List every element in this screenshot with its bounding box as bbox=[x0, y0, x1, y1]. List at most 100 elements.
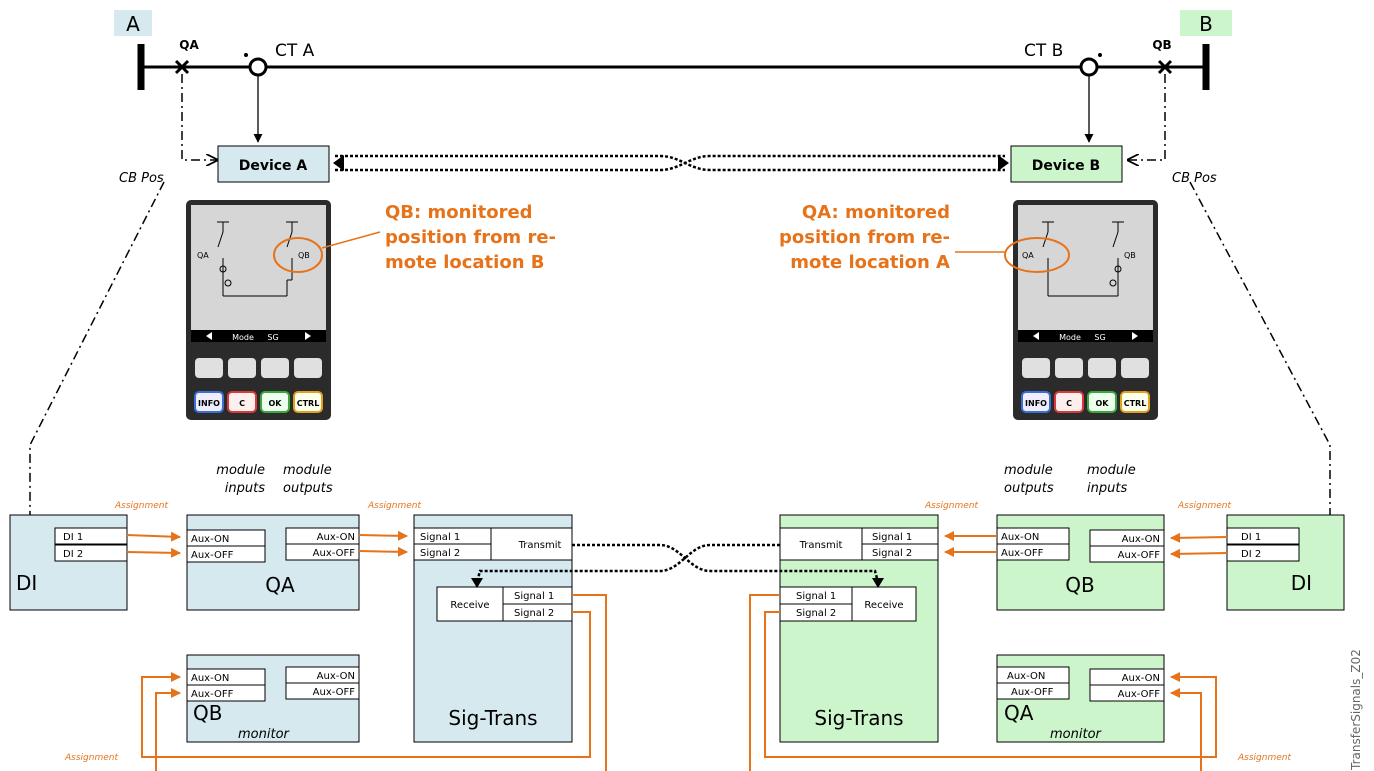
panel-b-sld-graphic bbox=[1042, 221, 1124, 297]
panel-a-c-key[interactable] bbox=[227, 391, 257, 413]
left-mon-in-1-label: Aux-ON bbox=[191, 673, 229, 684]
panel-b-highlight-circle bbox=[1004, 237, 1070, 273]
ct-b-dot-icon bbox=[1098, 53, 1102, 57]
panel-b-softkey-bar bbox=[1018, 330, 1153, 342]
right-di-1-label: DI 1 bbox=[1241, 532, 1261, 543]
panel-a-fkey-4[interactable] bbox=[294, 358, 322, 378]
right-qb-in-2-box bbox=[1089, 545, 1165, 563]
panel-a-softkey-right-icon bbox=[305, 332, 311, 340]
panel-a-ctrl-label: CTRL bbox=[297, 399, 320, 408]
left-mon-out-1-label: Aux-ON bbox=[317, 671, 355, 682]
panel-b-ctrl-key[interactable] bbox=[1120, 391, 1150, 413]
left-qb-monitor-label: QB bbox=[193, 701, 222, 725]
bus-a-label: A bbox=[126, 12, 140, 36]
panel-b-fkey-2[interactable] bbox=[1055, 358, 1083, 378]
breaker-qa-label: QA bbox=[179, 38, 199, 52]
panel-b-qa-text: QA bbox=[1022, 251, 1034, 260]
panel-a-softkey-bar bbox=[191, 330, 326, 342]
left-arrow-qa-sig1 bbox=[358, 530, 408, 541]
annotation-left-line-1: QB: monitored bbox=[385, 202, 533, 223]
left-qb-monitor-sub: monitor bbox=[238, 727, 291, 742]
panel-a-ctrl-key[interactable] bbox=[293, 391, 323, 413]
left-arrow-qa-sig2 bbox=[358, 546, 408, 557]
right-col-inputs-1: module bbox=[1087, 463, 1136, 478]
receive-a-arrow-icon bbox=[471, 578, 483, 588]
right-sig-in-2-box bbox=[861, 543, 939, 561]
panel-a-softkey-left-icon bbox=[206, 332, 212, 340]
right-sig-out-2-label: Signal 2 bbox=[796, 608, 836, 619]
right-transmit-label: Transmit bbox=[799, 540, 843, 551]
bus-b-label: B bbox=[1199, 12, 1213, 36]
right-mon-out-1-label: Aux-ON bbox=[1007, 671, 1045, 682]
right-di-label: DI bbox=[1291, 571, 1312, 595]
receive-b-arrow-icon bbox=[872, 578, 884, 588]
left-di-1-label: DI 1 bbox=[63, 532, 83, 543]
right-sig-out-1-wire bbox=[749, 594, 780, 771]
left-assignment-1: Assignment bbox=[114, 501, 168, 511]
panel-b-ok-key[interactable] bbox=[1087, 391, 1117, 413]
right-qb-out-1-label: Aux-ON bbox=[1001, 532, 1039, 543]
panel-b-fkey-1[interactable] bbox=[1022, 358, 1050, 378]
left-mon-out-2-box bbox=[285, 682, 360, 700]
link-transmit-b-to-receive-a bbox=[475, 543, 780, 583]
right-assignment-2: Assignment bbox=[1177, 501, 1231, 511]
panel-a-fkey-1[interactable] bbox=[195, 358, 223, 378]
right-sigtrans-label: Sig-Trans bbox=[814, 706, 903, 730]
annotation-left-line-2: position from re- bbox=[385, 227, 556, 248]
panel-b-softkey-right-icon bbox=[1132, 332, 1138, 340]
panel-b-qb-text: QB bbox=[1124, 251, 1136, 260]
left-sigtrans-label: Sig-Trans bbox=[448, 706, 537, 730]
panel-b-softkey-sg: SG bbox=[1094, 333, 1105, 342]
left-assignment-2: Assignment bbox=[367, 501, 421, 511]
right-receive-box bbox=[851, 586, 917, 622]
left-di-2-label: DI 2 bbox=[63, 549, 83, 560]
cb-pos-a-to-di-line bbox=[29, 181, 165, 540]
left-sig-in-2-label: Signal 2 bbox=[420, 548, 460, 559]
right-di-2-label: DI 2 bbox=[1241, 549, 1261, 560]
right-sig-in-2-label: Signal 2 bbox=[872, 548, 912, 559]
right-qb-label: QB bbox=[1065, 573, 1094, 597]
left-col-inputs-1: module bbox=[216, 463, 265, 478]
panel-b-info-key[interactable] bbox=[1021, 391, 1051, 413]
panel-a-sld-graphic bbox=[217, 221, 298, 297]
panel-a-fkey-2[interactable] bbox=[228, 358, 256, 378]
breaker-qa-icon bbox=[174, 59, 190, 75]
panel-a-ok-label: OK bbox=[269, 399, 283, 408]
busbar-section: A B QA QB CT A CT B CB Pos CB bbox=[29, 10, 1331, 547]
panel-b-c-label: C bbox=[1066, 399, 1072, 408]
panel-a-qa-text: QA bbox=[197, 251, 209, 260]
comm-arrow-right-icon bbox=[998, 155, 1009, 171]
annotation-left-line-3: mote location B bbox=[385, 252, 545, 273]
device-a-label: Device A bbox=[239, 158, 308, 174]
left-arrow-di2-qa bbox=[126, 547, 181, 558]
left-sig-out-2-wire bbox=[141, 611, 591, 758]
right-arrow-di2-qb bbox=[1170, 548, 1228, 559]
panel-a-ok-key[interactable] bbox=[260, 391, 290, 413]
comm-arrow-left-icon bbox=[333, 155, 344, 171]
annotation-right-line-2: position from re- bbox=[779, 227, 950, 248]
right-qb-out-2-label: Aux-OFF bbox=[1001, 548, 1044, 559]
device-panel-b: QA QB Mode SG INFO C OK CTRL bbox=[955, 200, 1158, 420]
ct-a-icon bbox=[248, 57, 268, 77]
cb-pos-a-line bbox=[181, 74, 217, 160]
left-sig-out-2-label: Signal 2 bbox=[514, 608, 554, 619]
panel-a-softkey-sg: SG bbox=[267, 333, 278, 342]
left-qa-in-2-box bbox=[186, 545, 266, 563]
right-sig-out-2-wire bbox=[764, 611, 1217, 758]
left-arrow-di1-qa bbox=[126, 531, 181, 542]
device-b-box bbox=[1010, 145, 1123, 183]
panel-b-fkey-4[interactable] bbox=[1121, 358, 1149, 378]
left-transmit-label: Transmit bbox=[518, 540, 562, 551]
device-b-label: Device B bbox=[1032, 158, 1100, 174]
panel-b-c-key[interactable] bbox=[1054, 391, 1084, 413]
panel-a-fkey-3[interactable] bbox=[261, 358, 289, 378]
panel-b-fkey-3[interactable] bbox=[1088, 358, 1116, 378]
right-sig-out-return-wire bbox=[1170, 688, 1202, 771]
panel-a-callout-line bbox=[321, 231, 381, 249]
left-transmit-box bbox=[490, 527, 573, 561]
panel-a-softkey-mode: Mode bbox=[232, 333, 254, 342]
left-sig-out-1-label: Signal 1 bbox=[514, 591, 554, 602]
panel-a-info-key[interactable] bbox=[194, 391, 224, 413]
device-a-box bbox=[217, 145, 330, 183]
